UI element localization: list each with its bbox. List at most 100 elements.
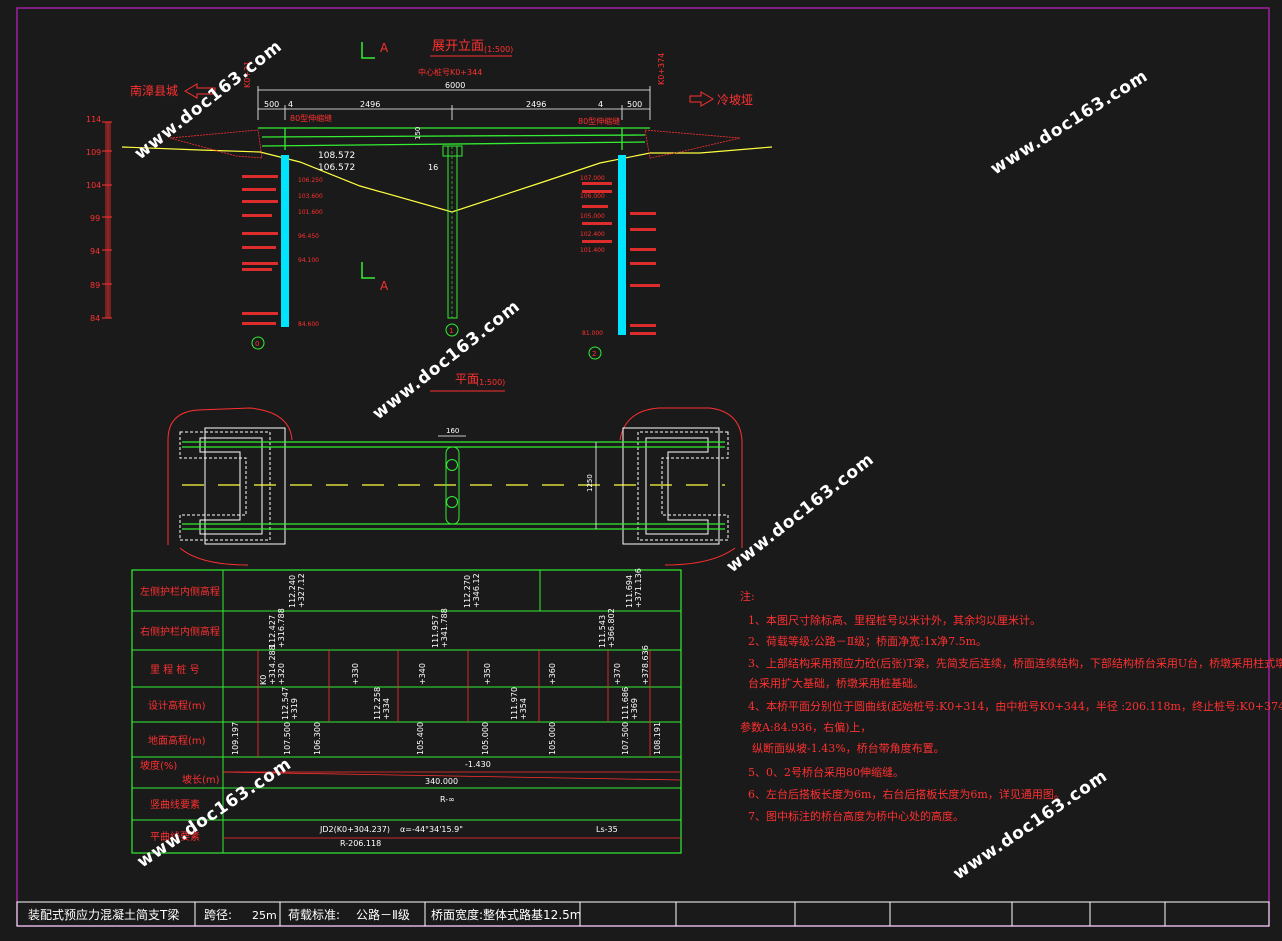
elevation-title: 展开立面 [432, 39, 484, 54]
note-item: 4、本桥平面分别位于圆曲线(起始桩号:K0+314，由中桩号K0+344，半径 … [748, 699, 1282, 713]
joint-label-left: 80型伸缩缝 [290, 113, 332, 123]
right-arrow-icon [689, 91, 714, 107]
left-borehole-notes: 106.250 103.600 101.600 96.450 94.100 84… [298, 177, 323, 328]
title-span-value: 25m [252, 909, 277, 922]
watermark-text: www.doc163.com [369, 296, 525, 424]
plan-title: 平面 [455, 372, 479, 386]
left-embankment [169, 129, 263, 159]
row-label-right-rail: 右侧护栏内侧高程 [140, 625, 220, 638]
svg-text:+370: +370 [613, 663, 622, 685]
svg-text:108.191: 108.191 [653, 722, 662, 755]
svg-text:84.600: 84.600 [298, 321, 319, 328]
note-item: 3、上部结构采用预应力砼(后张)T梁，先简支后连续，桥面连续结构，下部结构桥台采… [748, 656, 1282, 670]
left-town-label: 南漳县城 [130, 83, 178, 98]
svg-text:-1.430: -1.430 [465, 760, 491, 769]
joint-label-right: 80型伸缩缝 [578, 116, 620, 126]
svg-text:111.686+369: 111.686+369 [621, 687, 639, 720]
pier-label-2 [588, 346, 602, 360]
pier-label-0 [251, 336, 265, 350]
svg-text:105.000: 105.000 [548, 722, 557, 755]
note-item: 纵断面纵坡-1.43%，桥台带角度布置。 [752, 741, 945, 755]
notes-title: 注: [740, 589, 755, 603]
row-label-slope: 坡度(%) [140, 759, 177, 772]
plan-scale: (1:500) [476, 378, 505, 387]
watermark-text: www.doc163.com [950, 766, 1112, 884]
section-letter-bottom: A [380, 279, 389, 293]
svg-text:106.250: 106.250 [298, 177, 323, 184]
right-embankment [644, 129, 741, 159]
row-label-vcurve: 竖曲线要素 [150, 798, 200, 811]
pier-dim-150: 150 [414, 127, 422, 140]
title-span-label: 跨径: [204, 908, 232, 922]
svg-text:112.258+334: 112.258+334 [373, 687, 391, 720]
right-abutment-plan [622, 427, 729, 545]
note-item: 2、荷载等级:公路－Ⅱ级；桥面净宽:1x净7.5m。 [748, 634, 987, 648]
row-label-hcurve: 平曲线要素 [150, 830, 200, 843]
svg-text:111.970+354: 111.970+354 [510, 687, 528, 720]
row-label-ground-elev: 地面高程(m) [148, 734, 206, 747]
watermark-text: www.doc163.com [987, 66, 1152, 179]
svg-text:Ls-35: Ls-35 [596, 825, 618, 834]
svg-text:R-∞: R-∞ [440, 795, 455, 804]
elevation-scale-bar: 114 109 104 99 94 89 84 [86, 115, 112, 323]
svg-text:+378.636: +378.636 [641, 645, 650, 685]
svg-text:α=-44°34'15.9": α=-44°34'15.9" [400, 825, 463, 834]
pier-dim-16: 16 [428, 163, 438, 172]
right-town-label: 冷坡垭 [717, 93, 753, 107]
dim-side-right: 500 [627, 100, 642, 109]
row-label-left-rail: 左侧护栏内侧高程 [140, 585, 220, 598]
svg-text:105.000: 105.000 [580, 213, 605, 220]
right-borehole-notes: 107.000 106.000 105.000 102.400 101.400 … [580, 175, 605, 337]
svg-text:109.197: 109.197 [231, 722, 240, 755]
svg-text:K0+314.288+320: K0+314.288+320 [259, 645, 286, 685]
title-deck-width: 桥面宽度:整体式路基12.5m [431, 907, 581, 922]
dim-span-right: 2496 [526, 100, 546, 109]
row-label-design-elev: 设计高程(m) [148, 699, 206, 712]
svg-text:94.100: 94.100 [298, 257, 319, 264]
note-item: 参数A:84.936，右偏)上， [740, 720, 871, 734]
title-block: 装配式预应力混凝土简支T梁 跨径: 25m 荷载标准: 公路－Ⅱ级 桥面宽度:整… [16, 901, 1270, 927]
center-pier-column [447, 145, 458, 319]
svg-text:112.270+346.12: 112.270+346.12 [463, 573, 481, 608]
svg-text:101.400: 101.400 [580, 247, 605, 254]
svg-text:101.600: 101.600 [298, 209, 323, 216]
elevation-view: A A 展开立面 (1:500) 中心桩号K0+344 K0+374 K0+31… [86, 39, 773, 360]
note-item: 7、图中标注的桥台高度为桥中心处的高度。 [748, 809, 964, 823]
notes-block: 注: 1、本图尺寸除标高、里程桩号以米计外，其余均以厘米计。 2、荷载等级:公路… [740, 589, 1282, 823]
dim-total: 6000 [445, 81, 465, 90]
svg-text:112.427+316.788: 112.427+316.788 [268, 608, 286, 648]
row-label-stations: 里 程 桩 号 [150, 663, 200, 676]
deck-width-dim: 1250 [586, 474, 594, 492]
section-letter-top: A [380, 41, 389, 55]
svg-text:JD2(K0+304.237): JD2(K0+304.237) [319, 825, 390, 834]
svg-text:111.543+366.802: 111.543+366.802 [598, 608, 616, 648]
note-item: 台采用扩大基础，桥墩采用桩基础。 [748, 676, 924, 690]
pier-label-1 [445, 323, 459, 337]
right-station: K0+374 [657, 53, 666, 85]
elev-label-a: 108.572 [318, 151, 355, 161]
svg-text:107.000: 107.000 [580, 175, 605, 182]
title-bridge-type: 装配式预应力混凝土简支T梁 [28, 907, 179, 922]
svg-text:111.957+341.788: 111.957+341.788 [431, 608, 449, 648]
note-item: 5、0、2号桥台采用80伸缩缝。 [748, 765, 904, 779]
left-abutment-plan [179, 427, 286, 545]
svg-text:105.400: 105.400 [416, 722, 425, 755]
table-values: 112.240+327.12 112.270+346.12 111.694+37… [231, 568, 662, 848]
svg-text:2: 2 [592, 350, 596, 358]
center-station: 中心桩号K0+344 [418, 67, 482, 77]
svg-text:111.694+371.136: 111.694+371.136 [625, 568, 643, 608]
watermark-text: www.doc163.com [723, 449, 879, 577]
svg-text:106.000: 106.000 [580, 193, 605, 200]
svg-text:+350: +350 [483, 663, 492, 685]
svg-text:107.500: 107.500 [283, 722, 292, 755]
svg-text:+360: +360 [548, 663, 557, 685]
svg-text:104: 104 [86, 181, 101, 190]
row-label-slope-length: 坡长(m) [182, 773, 220, 786]
pier-plan [445, 446, 460, 525]
dim-span-left: 2496 [360, 100, 380, 109]
section-mark-bottom [361, 262, 375, 279]
svg-text:89: 89 [90, 281, 100, 290]
pier-width-dim: 160 [446, 427, 459, 435]
ground-line [121, 146, 773, 213]
